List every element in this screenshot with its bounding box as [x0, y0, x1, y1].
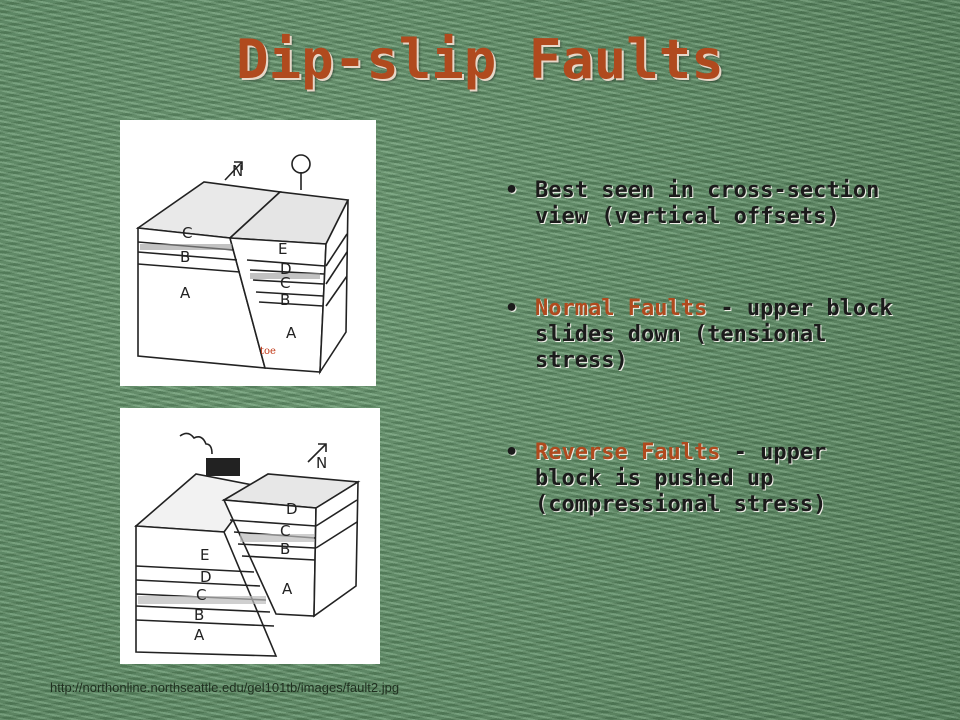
reverse-label-d-left: D — [200, 568, 212, 586]
normal-fault-diagram: N C B A E D C B A toe — [120, 120, 376, 386]
reverse-fault-sketch: N D C B A E D C B A — [134, 432, 361, 657]
reverse-label-b-left: B — [194, 606, 204, 624]
reverse-label-e-left: E — [200, 546, 209, 564]
reverse-label-c-left: C — [196, 586, 206, 604]
reverse-label-n: N — [316, 454, 327, 472]
normal-label-toe: toe — [260, 346, 276, 357]
bullet-cross-section: Best seen in cross-section view (vertica… — [503, 178, 893, 230]
normal-label-a-right: A — [286, 324, 297, 342]
reverse-label-b-right: B — [280, 540, 290, 558]
bullet-text: - upper block slides down (tensional str… — [535, 296, 893, 373]
normal-label-b-left: B — [180, 248, 190, 266]
normal-label-c-left: C — [182, 224, 192, 242]
bullet-text: - upper block is pushed up (compressiona… — [535, 440, 827, 517]
bullet-highlight: Normal Faults — [535, 296, 708, 321]
normal-label-d-right: D — [280, 260, 292, 278]
slide-title: Dip-slip Faults — [236, 28, 724, 91]
bullet-list: Best seen in cross-section view (vertica… — [503, 178, 893, 518]
bullet-highlight: Reverse Faults — [535, 440, 721, 465]
source-url: http://northonline.northseattle.edu/gel1… — [50, 680, 400, 695]
reverse-label-a-right: A — [282, 580, 293, 598]
normal-label-e-right: E — [278, 240, 287, 258]
reverse-label-d-right: D — [286, 500, 298, 518]
normal-label-a-left: A — [180, 284, 191, 302]
reverse-label-c-right: C — [280, 522, 290, 540]
normal-label-c-right: C — [280, 274, 290, 292]
normal-fault-sketch: N C B A E D C B A toe — [135, 154, 350, 375]
reverse-fault-diagram: N D C B A E D C B A — [120, 408, 380, 664]
normal-label-n: N — [232, 162, 243, 180]
reverse-label-a-left: A — [194, 626, 205, 644]
bullet-reverse-faults: Reverse Faults - upper block is pushed u… — [503, 440, 893, 518]
bullet-normal-faults: Normal Faults - upper block slides down … — [503, 296, 893, 374]
normal-label-b-right: B — [280, 291, 290, 309]
bullet-text: Best seen in cross-section view (vertica… — [535, 178, 880, 229]
